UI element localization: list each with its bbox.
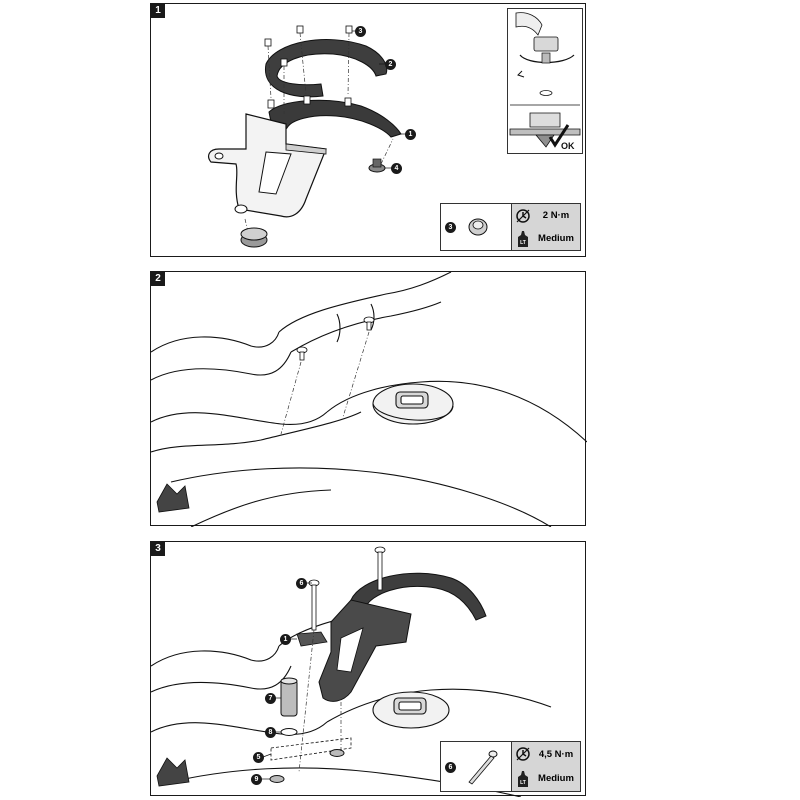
step-1-panel: 1 — [150, 3, 586, 257]
callout-4: 4 — [391, 163, 402, 174]
torque-spec-box: 6 4,5 N·m LT Medium — [440, 741, 581, 792]
finger-tightening-illustration — [509, 12, 581, 148]
lt-label: LT — [520, 240, 526, 246]
spec-part-callout: 6 — [445, 762, 456, 773]
torque-value: 2 N·m — [542, 210, 570, 221]
step-number: 3 — [151, 542, 165, 556]
bracket-mounting-illustration — [151, 546, 552, 797]
callout-1: 1 — [280, 634, 291, 645]
callout-9: 9 — [251, 774, 262, 785]
threadlock-row: LT Medium — [511, 766, 580, 792]
torque-row: 2 N·m — [511, 204, 580, 228]
callout-8: 8 — [265, 727, 276, 738]
threadlock-row: LT Medium — [511, 227, 580, 250]
torque-value: 4,5 N·m — [538, 748, 574, 760]
callout-3: 3 — [355, 26, 366, 37]
step-number: 2 — [151, 272, 165, 286]
torque-row: 4,5 N·m — [511, 742, 580, 768]
threadlocker-bottle-icon: LT — [514, 227, 532, 250]
spec-part-callout: 3 — [445, 222, 456, 233]
callout-2: 2 — [385, 59, 396, 70]
step-2-panel: 2 — [150, 271, 587, 527]
torque-wrench-icon — [514, 204, 532, 227]
bracket-exploded-illustration — [208, 25, 407, 248]
step-3-panel: 3 — [150, 541, 586, 797]
threadlock-value: Medium — [538, 773, 574, 785]
threadlock-value: Medium — [538, 233, 574, 244]
ok-label: OK — [561, 141, 575, 151]
motorcycle-frame-screw-removal-illustration — [151, 272, 587, 527]
screw-icon — [468, 218, 488, 236]
torque-wrench-icon — [514, 742, 532, 767]
threadlocker-bottle-icon: LT — [514, 767, 532, 792]
callout-1: 1 — [405, 129, 416, 140]
callout-6: 6 — [296, 578, 307, 589]
long-screw-icon — [468, 750, 498, 785]
installation-detail-inset: OK — [507, 8, 583, 154]
lt-label: LT — [520, 780, 526, 786]
callout-5: 5 — [253, 752, 264, 763]
step-number: 1 — [151, 4, 165, 18]
torque-spec-box: 3 2 N·m LT Medium — [440, 203, 581, 251]
callout-7: 7 — [265, 693, 276, 704]
